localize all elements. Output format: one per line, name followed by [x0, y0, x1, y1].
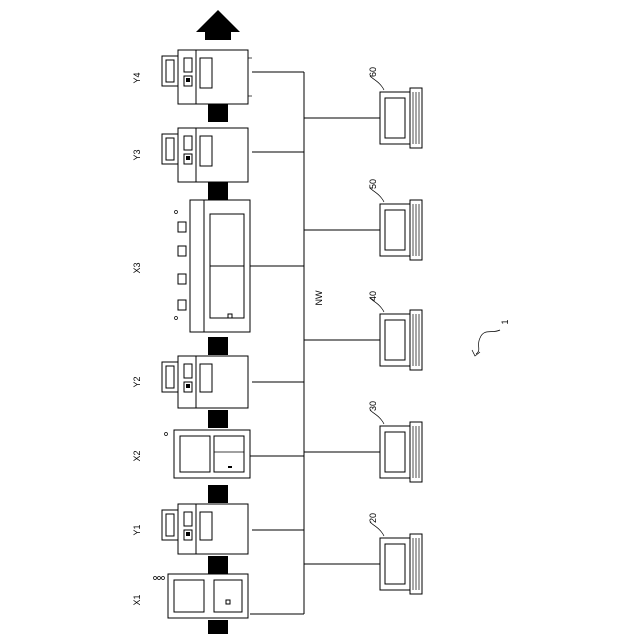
terminal-30: 30	[368, 401, 422, 482]
terminal-ref: 40	[368, 291, 378, 301]
unit-x1: X1	[132, 574, 248, 618]
unit-y3: Y3	[132, 128, 248, 182]
terminal-60: 60	[368, 67, 422, 148]
conveyor-segment	[208, 556, 228, 574]
system-ref-label: 1	[500, 319, 510, 324]
terminal-ref: 20	[368, 513, 378, 523]
unit-x3: X3	[132, 200, 250, 332]
terminal-40: 40	[368, 291, 422, 370]
unit-y4: Y4	[132, 50, 252, 104]
network-label: NW	[314, 290, 324, 305]
conveyor-segment	[208, 337, 228, 355]
terminal-ref: 50	[368, 179, 378, 189]
unit-label: X1	[132, 594, 142, 605]
unit-y1: Y1	[132, 504, 248, 554]
unit-label: X3	[132, 262, 142, 273]
unit-y2: Y2	[132, 356, 248, 408]
conveyor-segment	[208, 182, 228, 200]
network-bus: NW	[250, 72, 380, 614]
system-ref: 1	[472, 319, 510, 356]
unit-label: Y1	[132, 524, 142, 535]
terminal-50: 50	[368, 179, 422, 260]
terminal-ref: 30	[368, 401, 378, 411]
conveyor-segment	[208, 620, 228, 634]
unit-label: Y2	[132, 376, 142, 387]
conveyor-segment	[208, 410, 228, 428]
unit-x2: X2	[132, 430, 250, 478]
unit-label: X2	[132, 450, 142, 461]
terminal-20: 20	[368, 513, 422, 594]
flow-arrow-icon	[196, 10, 240, 40]
conveyor-segment	[208, 104, 228, 122]
unit-label: Y4	[132, 72, 142, 83]
terminal-ref: 60	[368, 67, 378, 77]
conveyor-segment	[208, 485, 228, 503]
unit-label: Y3	[132, 149, 142, 160]
